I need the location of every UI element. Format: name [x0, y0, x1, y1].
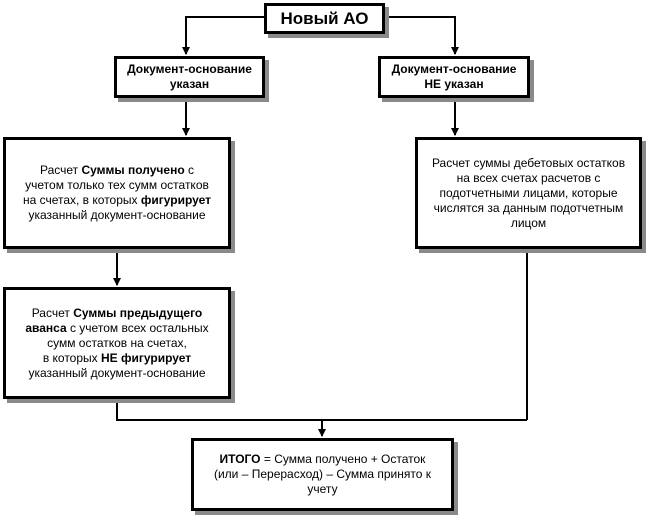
calc-received-p1: Расчет	[39, 163, 82, 177]
calc-debit-l3: подотчетными лицами, которые	[439, 185, 618, 200]
calc-prev-p2: с учетом всех остальных	[66, 320, 209, 335]
calc-received-b1: Суммы получено	[81, 163, 185, 177]
calc-debit-l1: Расчет суммы дебетовых остатков	[431, 155, 626, 170]
branch-left-box: Документ-основание указан	[114, 56, 265, 98]
branch-left-line2: указан	[169, 77, 210, 91]
calc-prev-b4: НЕ фигурирует	[100, 350, 192, 365]
calc-received-b3: фигурирует	[140, 193, 212, 207]
connector-title-left	[182, 16, 264, 55]
connector-prev-total	[116, 400, 527, 421]
total-b1: ИТОГО	[219, 452, 261, 466]
calc-debit-l5: лицом	[510, 215, 547, 230]
calc-debit-box: Расчет суммы дебетовых остатков на всех …	[415, 137, 642, 249]
calc-received-l3: на счетах, в которых	[22, 193, 141, 207]
calc-debit-l2: на всех счетах расчетов с	[456, 170, 601, 185]
connector-title-right	[385, 16, 459, 55]
total-box: ИТОГО = Сумма получено + Остаток (или – …	[191, 438, 454, 511]
branch-right-line2: НЕ указан	[424, 77, 484, 91]
calc-prev-l5: указанный документ-основание	[28, 365, 206, 380]
calc-prev-advance-box: Расчет Суммы предыдущего аванса с учетом…	[3, 287, 231, 399]
calc-prev-p4: в которых	[42, 350, 101, 365]
branch-right-line1: Документ-основание	[391, 62, 517, 76]
title-box: Новый АО	[264, 3, 385, 34]
calc-prev-b2: аванса	[25, 320, 67, 335]
branch-left-line1: Документ-основание	[127, 62, 252, 76]
total-l2: (или – Перерасход) – Сумма принято к	[213, 467, 431, 481]
calc-debit-l4: числятся за данным подотчетным	[433, 200, 624, 215]
total-p1: = Сумма получено + Остаток	[260, 452, 426, 466]
calc-prev-l3: сумм остатков на счетах,	[47, 335, 187, 350]
calc-received-l4: указанный документ-основание	[28, 208, 206, 222]
title-text: Новый АО	[280, 8, 369, 28]
branch-right-box: Документ-основание НЕ указан	[378, 56, 530, 98]
calc-received-l2: учетом только тех сумм остатков	[25, 178, 209, 192]
calc-received-box: Расчет Суммы получено с учетом только те…	[3, 137, 231, 249]
calc-prev-p1: Расчет	[31, 305, 74, 320]
total-l3: учету	[307, 482, 338, 496]
calc-prev-b1: Суммы предыдущего	[73, 305, 203, 320]
calc-received-p2: с	[184, 163, 194, 177]
